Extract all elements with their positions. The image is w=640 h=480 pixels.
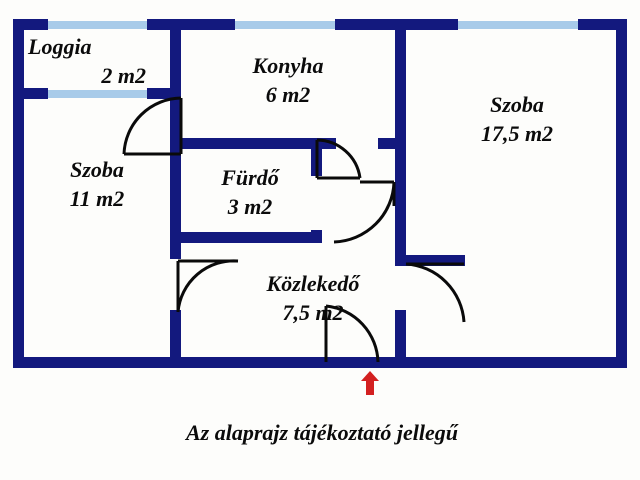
room-name-furdo: Fürdő [221, 165, 279, 190]
room-area-konyha: 6 m2 [265, 82, 311, 108]
room-label-kozlekedo: Közlekedő 7,5 m2 [233, 269, 393, 327]
interior-wall-konyha-bottom [322, 138, 336, 149]
exterior-wall-top-right-segment [578, 19, 627, 30]
room-name-szoba-175: Szoba [490, 92, 544, 117]
room-area-loggia: 2 m2 [101, 63, 146, 89]
room-name-loggia: Loggia [28, 34, 92, 59]
exterior-wall-bottom [13, 357, 627, 368]
interior-wall-door-jamb-loggia [170, 99, 181, 149]
loggia-bottom-wall-left [13, 88, 48, 99]
room-area-kozlekedo: 7,5 m2 [282, 300, 344, 326]
room-name-kozlekedo: Közlekedő [266, 271, 360, 296]
exterior-wall-right [616, 19, 627, 368]
up-arrow-icon [361, 371, 379, 395]
window-loggia-bottom [48, 90, 147, 98]
room-label-loggia: Loggia 2 m2 [28, 32, 168, 90]
interior-wall-szoba11-divider [170, 149, 181, 259]
room-area-szoba-11: 11 m2 [69, 186, 125, 212]
room-label-furdo: Fürdő 3 m2 [186, 163, 314, 221]
room-label-szoba-11: Szoba 11 m2 [22, 155, 172, 213]
room-name-szoba-11: Szoba [70, 157, 124, 182]
exterior-wall-top-mid-a [147, 19, 235, 30]
door-szoba-large-lower [405, 262, 466, 323]
plan-caption: Az alaprajz tájékoztató jellegű [186, 420, 458, 445]
interior-wall-main-vertical-lower [395, 310, 406, 368]
room-name-konyha: Konyha [252, 53, 324, 78]
furdo-wall-top [170, 138, 322, 149]
door-entrance [324, 304, 380, 363]
interior-wall-kozlekedo-right-top [395, 255, 465, 266]
exterior-wall-left [13, 19, 24, 368]
interior-wall-loggia-konyha [170, 19, 181, 99]
interior-wall-main-vertical-upper [395, 19, 406, 260]
window-loggia-top [48, 21, 147, 29]
interior-wall-szoba11-divider-lower [170, 310, 181, 368]
door-szoba-large-upper [333, 180, 396, 244]
room-area-szoba-175: 17,5 m2 [480, 121, 554, 147]
window-konyha-top [235, 21, 335, 29]
door-loggia [122, 96, 183, 156]
window-szoba-large-top [458, 21, 578, 29]
room-label-szoba-175: Szoba 17,5 m2 [437, 90, 597, 148]
door-szoba-11 [176, 259, 239, 313]
loggia-bottom-wall-right [147, 88, 170, 99]
door-furdo [315, 138, 362, 180]
exterior-wall-top-left-segment [13, 19, 48, 30]
room-area-furdo: 3 m2 [227, 194, 273, 220]
interior-wall-konyha-bottom-right [378, 138, 406, 149]
furdo-wall-bottom [170, 232, 322, 243]
room-label-konyha: Konyha 6 m2 [208, 51, 368, 109]
